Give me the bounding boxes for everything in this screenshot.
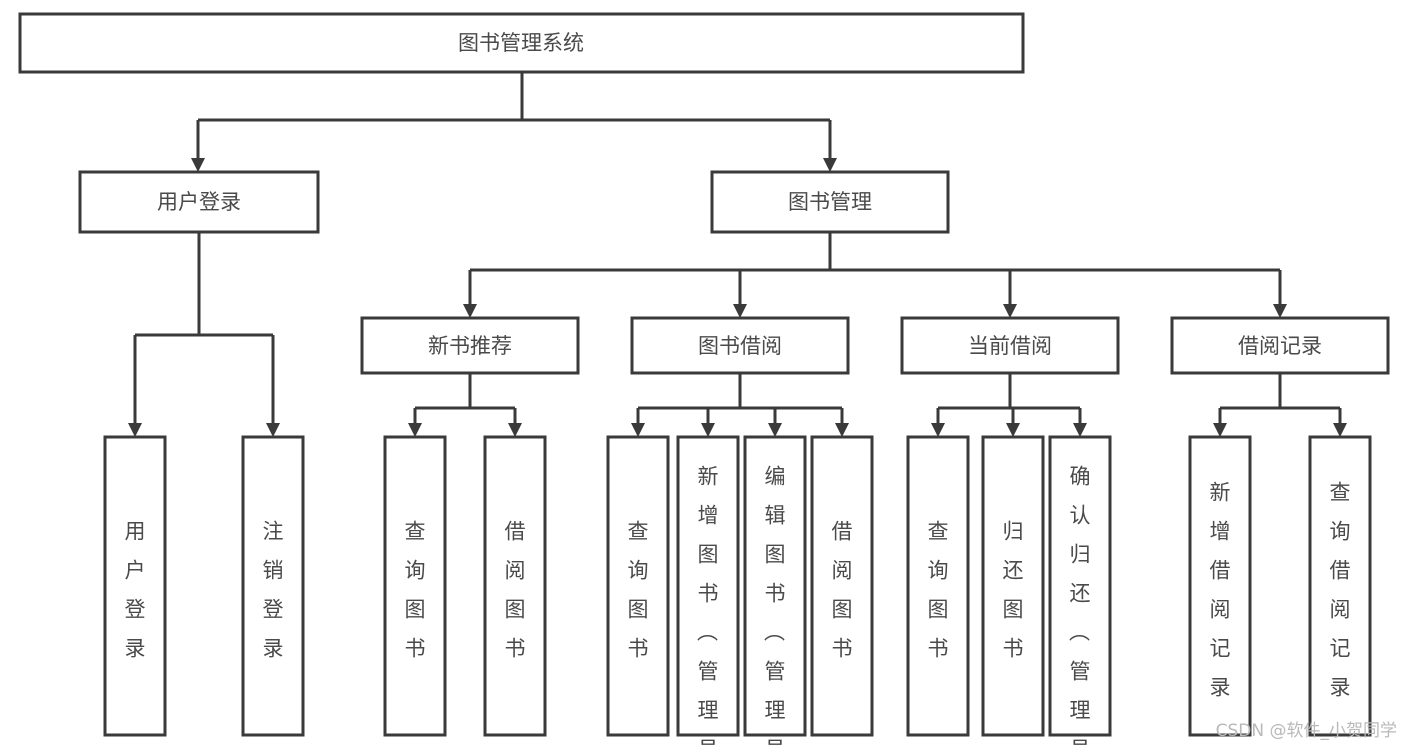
leaf-leaf-add-book-box[interactable] xyxy=(676,435,740,737)
leaf-leaf-query-book-cur-box[interactable] xyxy=(906,435,970,737)
connectors-current-borrow-to-leaves xyxy=(931,373,1087,437)
connectors-root-to-level1 xyxy=(191,72,837,172)
arrowhead-borrow-record xyxy=(1273,304,1287,318)
node-new-book-rec-box[interactable] xyxy=(360,316,580,375)
leaf-leaf-add-record[interactable]: 新增借阅记录 xyxy=(1188,435,1252,737)
leaf-leaf-query-book-bor-label: 查询图书 xyxy=(628,519,649,660)
arrowhead-leaf-query-book-cur xyxy=(931,423,945,437)
leaf-leaf-add-record-label: 新增借阅记录 xyxy=(1210,480,1231,699)
leaf-leaf-borrow-book-box[interactable] xyxy=(810,435,874,737)
leaf-leaf-query-book-rec-label: 查询图书 xyxy=(405,519,426,660)
arrowhead-new-book-rec xyxy=(463,304,477,318)
node-borrow-record-label: 借阅记录 xyxy=(1238,334,1322,358)
leaf-leaf-return-book-label: 归还图书 xyxy=(1003,519,1024,660)
connectors-book-manage-to-level2 xyxy=(463,232,1287,318)
node-borrow-record[interactable]: 借阅记录 xyxy=(1170,316,1390,375)
arrowhead-leaf-borrow-book-rec xyxy=(508,423,522,437)
leaf-leaf-return-book-box[interactable] xyxy=(981,435,1045,737)
leaf-leaf-borrow-book-rec-box[interactable] xyxy=(483,435,547,737)
leaf-leaf-add-record-box[interactable] xyxy=(1188,435,1252,737)
leaf-leaf-borrow-book-rec[interactable]: 借阅图书 xyxy=(483,435,547,737)
connectors-book-borrow-to-leaves xyxy=(631,373,849,437)
leaf-leaf-user-login[interactable]: 用户登录 xyxy=(103,435,167,737)
node-user-login-label: 用户登录 xyxy=(157,190,241,214)
arrowhead-leaf-user-login xyxy=(128,423,142,437)
node-new-book-rec[interactable]: 新书推荐 xyxy=(360,316,580,375)
arrowhead-user-login xyxy=(191,158,205,172)
node-book-manage-label: 图书管理 xyxy=(788,190,872,214)
arrowhead-leaf-query-record xyxy=(1333,423,1347,437)
leaf-leaf-edit-book-box[interactable] xyxy=(743,435,807,737)
leaf-leaf-borrow-book[interactable]: 借阅图书 xyxy=(810,435,874,737)
arrowhead-leaf-user-logout xyxy=(266,423,280,437)
leaf-leaf-user-logout-label: 注销登录 xyxy=(263,519,284,660)
node-book-borrow-label: 图书借阅 xyxy=(698,334,782,358)
node-current-borrow-box[interactable] xyxy=(900,316,1120,375)
leaf-leaf-query-book-cur[interactable]: 查询图书 xyxy=(906,435,970,737)
leaf-leaf-query-record-box[interactable] xyxy=(1308,435,1372,737)
node-new-book-rec-label: 新书推荐 xyxy=(428,334,512,358)
leaf-leaf-query-book-rec-box[interactable] xyxy=(383,435,447,737)
arrowhead-book-manage xyxy=(823,158,837,172)
node-root-box[interactable] xyxy=(18,12,1025,74)
node-borrow-record-box[interactable] xyxy=(1170,316,1390,375)
leaf-leaf-user-logout-box[interactable] xyxy=(241,435,305,737)
node-current-borrow-label: 当前借阅 xyxy=(968,334,1052,358)
arrowhead-leaf-borrow-book xyxy=(835,423,849,437)
node-user-login[interactable]: 用户登录 xyxy=(78,170,320,234)
node-book-manage[interactable]: 图书管理 xyxy=(710,170,950,234)
arrowhead-leaf-add-record xyxy=(1213,423,1227,437)
arrowhead-leaf-add-book xyxy=(701,423,715,437)
arrowhead-current-borrow xyxy=(1003,304,1017,318)
arrowhead-leaf-edit-book xyxy=(768,423,782,437)
arrowhead-leaf-confirm-return xyxy=(1073,423,1087,437)
node-root[interactable]: 图书管理系统 xyxy=(18,12,1025,74)
leaf-leaf-add-book[interactable]: 新增图书（管理员） xyxy=(676,435,740,747)
leaf-leaf-confirm-return[interactable]: 确认归还（管理员） xyxy=(1048,435,1112,747)
leaf-node-layer: 用户登录 注销登录 查询图书 借阅图书 查询图书 新增图书（管理员） 编辑图书（管理员） 借阅… xyxy=(103,435,1372,747)
leaf-leaf-borrow-book-rec-label: 借阅图书 xyxy=(505,519,526,660)
leaf-leaf-edit-book[interactable]: 编辑图书（管理员） xyxy=(743,435,807,747)
connectors-new-book-rec-to-leaves xyxy=(408,373,522,437)
leaf-leaf-user-login-box[interactable] xyxy=(103,435,167,737)
node-current-borrow[interactable]: 当前借阅 xyxy=(900,316,1120,375)
leaf-leaf-query-book-bor-box[interactable] xyxy=(606,435,670,737)
leaf-leaf-edit-book-label: 编辑图书（管理员） xyxy=(764,464,786,747)
node-user-login-box[interactable] xyxy=(78,170,320,234)
leaf-leaf-query-book-bor[interactable]: 查询图书 xyxy=(606,435,670,737)
leaf-leaf-user-login-label: 用户登录 xyxy=(125,519,146,660)
leaf-leaf-confirm-return-label: 确认归还（管理员） xyxy=(1069,464,1091,747)
leaf-leaf-query-book-cur-label: 查询图书 xyxy=(928,519,949,660)
arrowhead-leaf-return-book xyxy=(1006,423,1020,437)
node-book-borrow[interactable]: 图书借阅 xyxy=(630,316,850,375)
arrowhead-book-borrow xyxy=(733,304,747,318)
leaf-leaf-user-logout[interactable]: 注销登录 xyxy=(241,435,305,737)
leaf-leaf-return-book[interactable]: 归还图书 xyxy=(981,435,1045,737)
connectors-borrow-record-to-leaves xyxy=(1213,373,1347,437)
node-book-borrow-box[interactable] xyxy=(630,316,850,375)
node-book-manage-box[interactable] xyxy=(710,170,950,234)
leaf-leaf-query-record[interactable]: 查询借阅记录 xyxy=(1308,435,1372,737)
node-root-label: 图书管理系统 xyxy=(458,31,584,55)
leaf-leaf-add-book-label: 新增图书（管理员） xyxy=(697,464,719,747)
arrowhead-leaf-query-book-bor xyxy=(631,423,645,437)
leaf-leaf-query-record-label: 查询借阅记录 xyxy=(1330,480,1351,699)
connectors-user-login-to-leaves xyxy=(128,232,280,437)
leaf-leaf-borrow-book-label: 借阅图书 xyxy=(832,519,853,660)
leaf-leaf-query-book-rec[interactable]: 查询图书 xyxy=(383,435,447,737)
leaf-leaf-confirm-return-box[interactable] xyxy=(1048,435,1112,737)
arrowhead-leaf-query-book-rec xyxy=(408,423,422,437)
